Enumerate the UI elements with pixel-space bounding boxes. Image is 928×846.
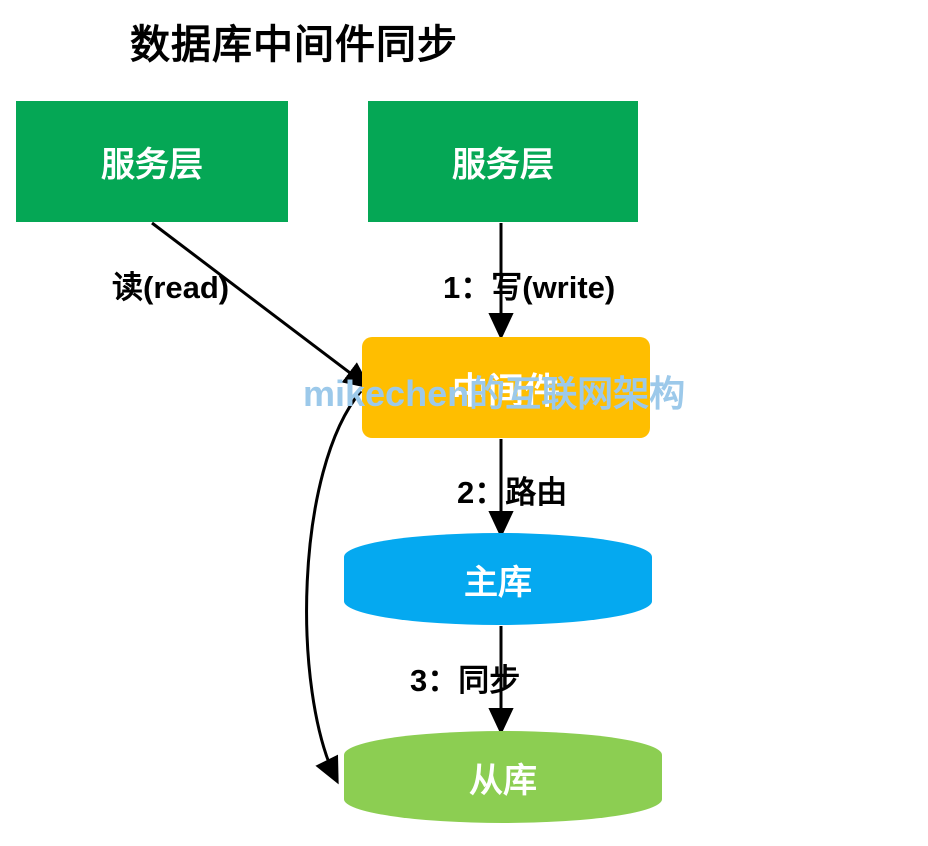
node-label: 服务层	[101, 146, 203, 184]
node-service-layer-right[interactable]: 服务层	[368, 101, 638, 222]
page-title: 数据库中间件同步	[130, 23, 458, 67]
edge-label-read: 读(read)	[112, 270, 230, 305]
edge-read-arrow	[151, 221, 371, 389]
edge-label-write: 1：写(write)	[443, 270, 616, 305]
edge-label-sync: 3：同步	[410, 663, 521, 698]
edge-label-route: 2：路由	[457, 475, 568, 510]
node-slave-database[interactable]: 从库	[344, 731, 662, 823]
node-label: 服务层	[452, 146, 554, 184]
node-label: 主库	[464, 563, 532, 602]
node-label: 从库	[469, 761, 537, 800]
edge-read-return-arrow	[305, 390, 363, 785]
node-label: 中间件	[451, 369, 560, 411]
node-middleware[interactable]: 中间件	[362, 337, 650, 438]
node-master-database[interactable]: 主库	[344, 533, 652, 625]
node-service-layer-left[interactable]: 服务层	[16, 101, 288, 222]
